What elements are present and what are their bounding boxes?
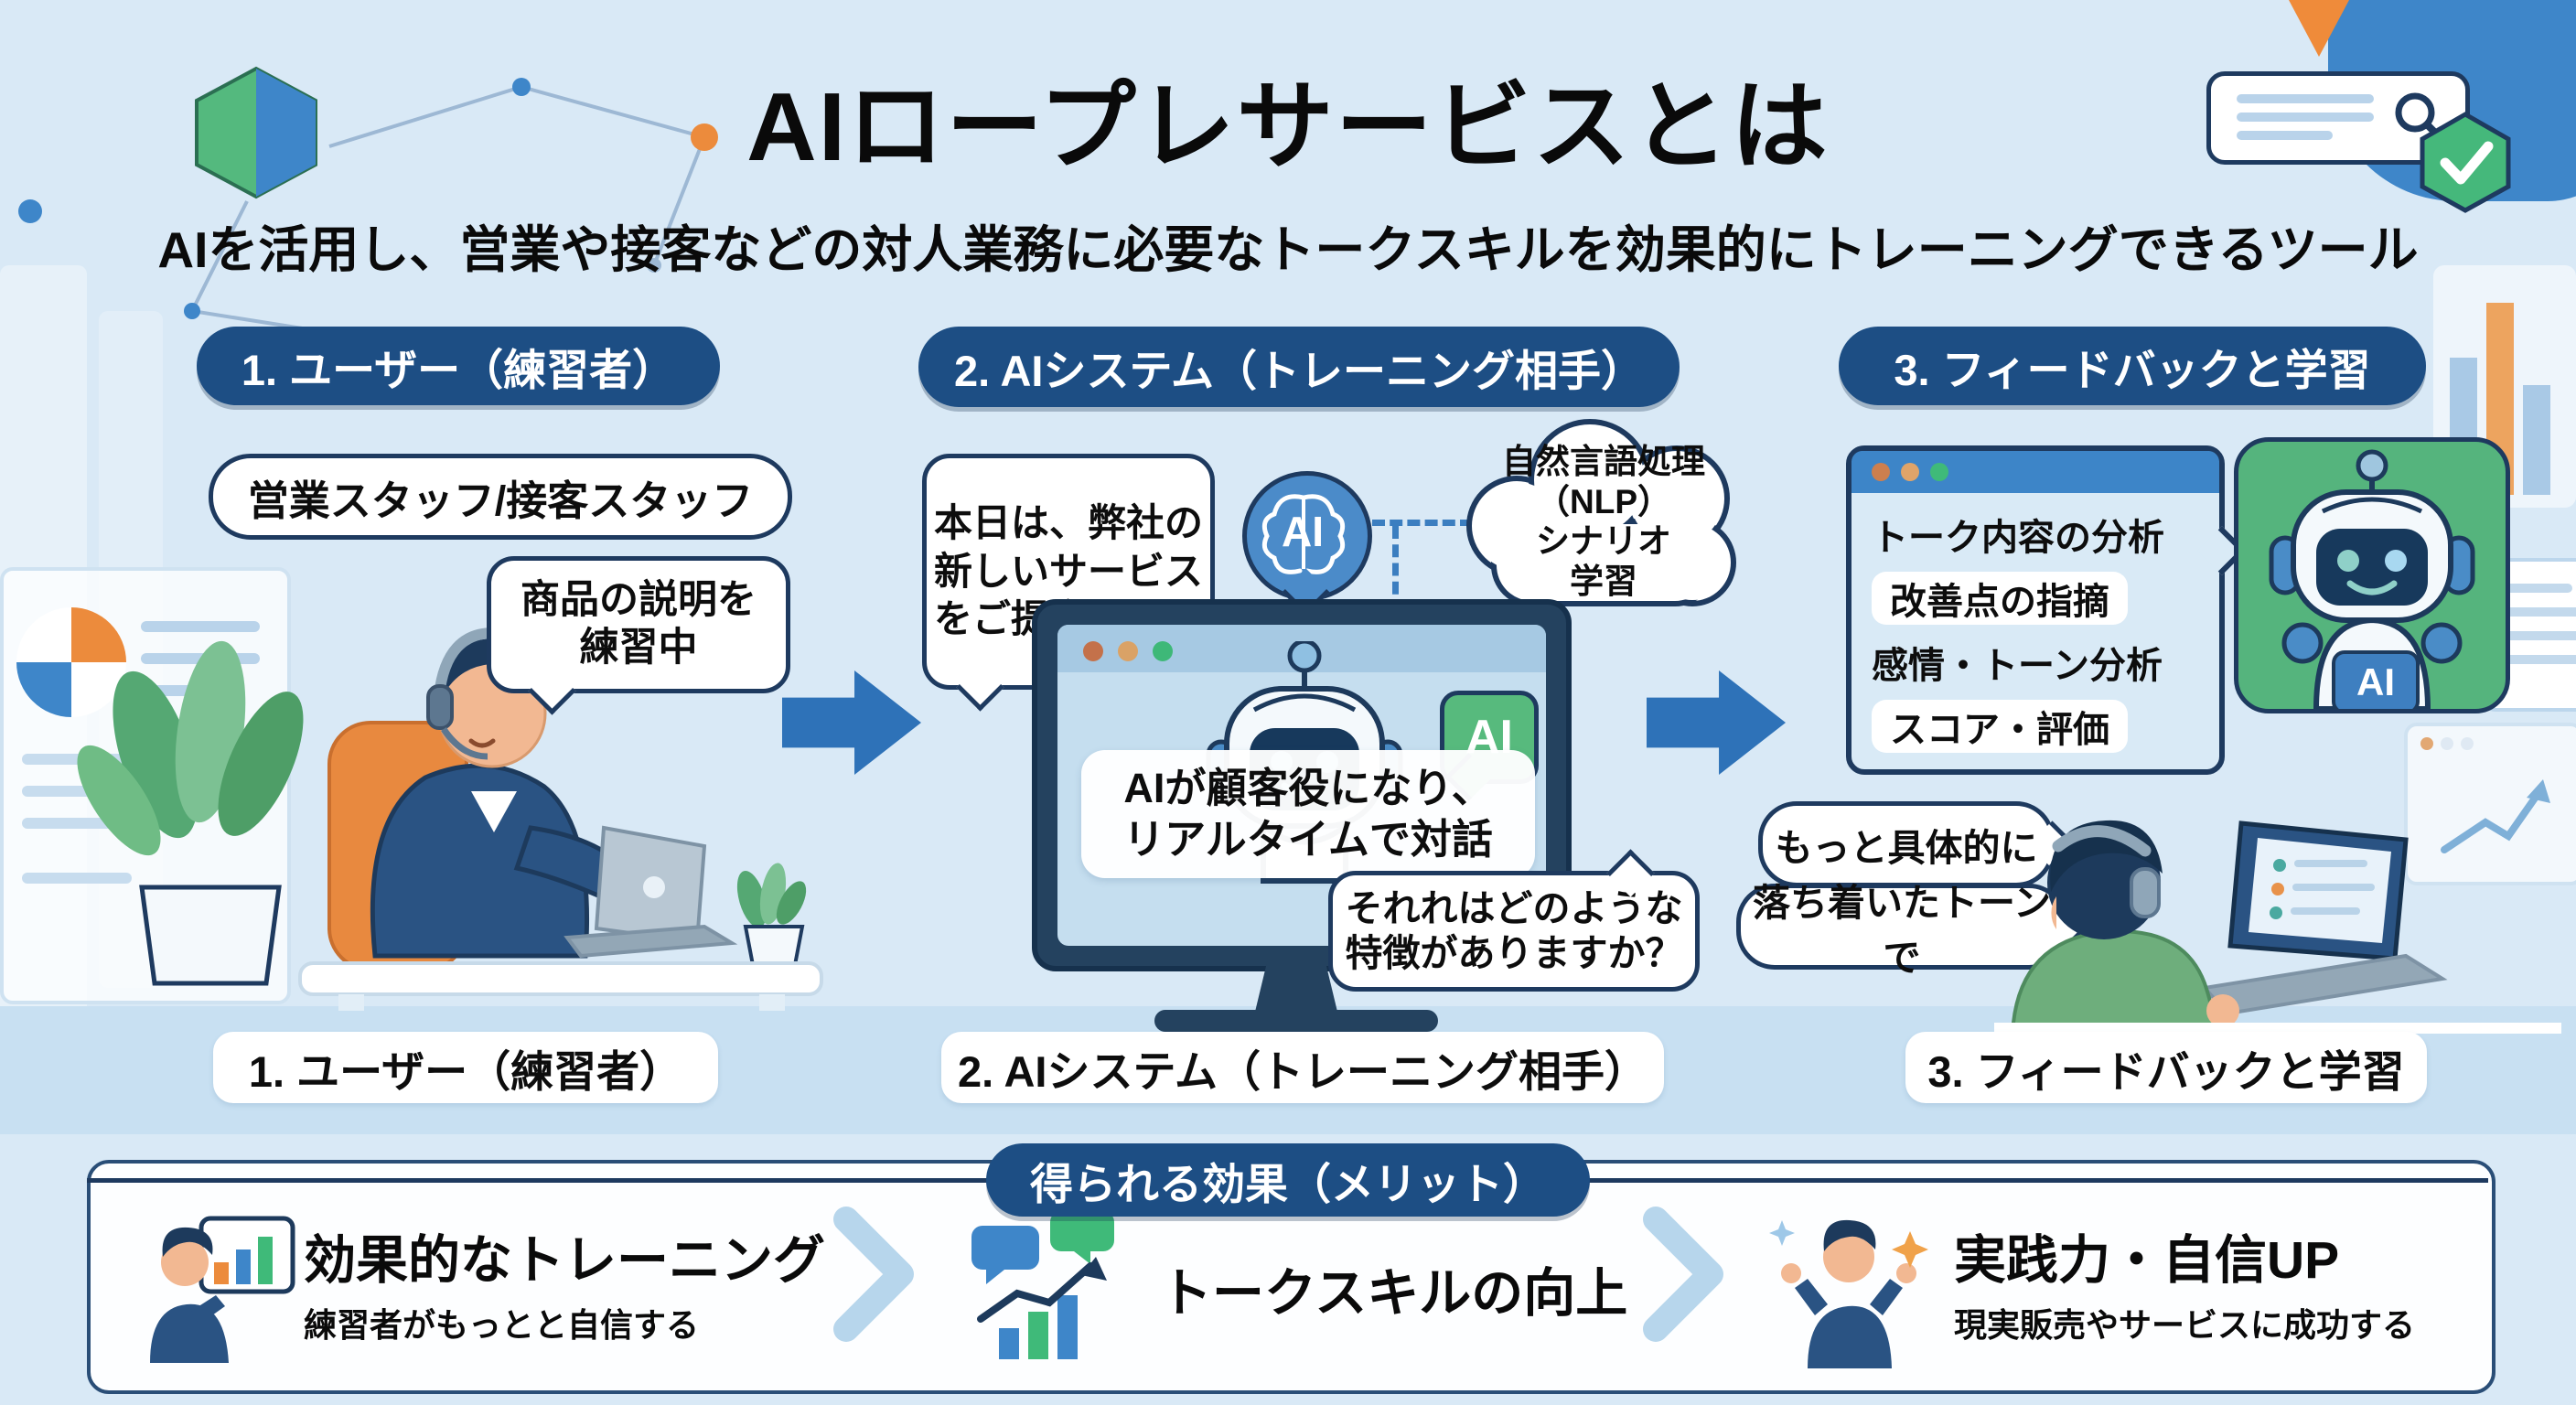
merit-1-subtitle: 練習者がもっとと自信する <box>304 1306 700 1344</box>
bottom-label-1: 1. ユーザー（練習者） <box>213 1032 718 1103</box>
page-subtitle: AIを活用し、営業や接客などの対人業務に必要なトークスキルを効果的にトレーニング… <box>157 221 2419 278</box>
ai-brain-balloon: AI <box>1242 471 1372 617</box>
merit-3-confident-person-icon <box>1769 1219 1928 1368</box>
bottom-label-3: 3. フィードバックと学習 <box>1905 1032 2427 1103</box>
section-3-header: 3. フィードバックと学習 <box>1839 327 2426 405</box>
feedback-robot-card: AI <box>2234 437 2510 713</box>
plant-icon <box>77 640 304 986</box>
bg-dot-blue <box>18 199 42 223</box>
practice-bubble-text: 商品の説明を 練習中 <box>521 578 757 670</box>
feedback-window: トーク内容の分析 改善点の指摘 感情・トーン分析 スコア・評価 <box>1846 445 2247 775</box>
feedback-item-3: 感情・トーン分析 <box>1872 646 2163 686</box>
dashed-connector-v <box>1392 526 1399 613</box>
merit-1-text: 効果的なトレーニング 練習者がもっとと自信する <box>304 1218 825 1346</box>
section-1-header: 1. ユーザー（練習者） <box>197 327 720 405</box>
feedback-item-4: スコア・評価 <box>1872 700 2128 753</box>
coach-bubble-1: もっと具体的に <box>1758 801 2077 887</box>
hexagon-logo-icon <box>184 66 718 340</box>
bg-browser-card <box>2404 723 2576 885</box>
question-bubble: それれはどのような 特徴がありますか？ <box>1328 849 1700 992</box>
robot-ai-badge: AI <box>2332 650 2420 709</box>
coach-bubble-2: 落ち着いたトーンで <box>1736 882 2089 979</box>
monitor-stand-base <box>1154 1010 1438 1032</box>
practice-bubble: 商品の説明を 練習中 <box>487 556 790 715</box>
bottom-label-2: 2. AIシステム（トレーニング相手） <box>941 1032 1664 1103</box>
screen-caption-bubble: AIが顧客役になり、 リアルタイムで対話 <box>1081 750 1535 878</box>
merit-2-skill-chart-icon <box>971 1211 1114 1359</box>
monitor-stand-neck <box>1255 960 1337 1012</box>
feedback-item-2: 改善点の指摘 <box>1872 572 2128 625</box>
merit-2-title: トークスキルの向上 <box>1160 1264 1628 1323</box>
brain-icon <box>1261 494 1346 574</box>
feedback-item-1: トーク内容の分析 <box>1872 518 2164 558</box>
merit-3-text: 実践力・自信UP 現実販売やサービスに成功する <box>1954 1218 2415 1346</box>
role-tag: 営業スタッフ/接客スタッフ <box>209 454 792 540</box>
search-card-icon <box>2206 71 2470 165</box>
trend-arrow-icon <box>2441 779 2550 853</box>
merit-chevron-2-icon <box>1643 1207 1723 1342</box>
question-bubble-text: それれはどのような 特徴がありますか？ <box>1345 886 1683 974</box>
flow-arrow-2-icon <box>1647 670 1786 775</box>
merit-2-text: トークスキルの向上 <box>1160 1251 1627 1326</box>
merit-chevron-1-icon <box>833 1207 914 1342</box>
section-2-header: 2. AIシステム（トレーニング相手） <box>918 327 1680 407</box>
merit-1-title: 効果的なトレーニング <box>304 1231 825 1290</box>
merits-header: 得られる効果（メリット） <box>986 1143 1590 1217</box>
desk-plant-icon <box>736 863 807 967</box>
merit-1-presenter-icon <box>150 1216 295 1363</box>
coach-bubble-2-text: 落ち着いたトーンで <box>1753 882 2051 979</box>
nlp-cloud: 自然言語処理 （NLP） シナリオ 学習 <box>1453 416 1755 627</box>
robot-ai-badge-label: AI <box>2356 660 2395 703</box>
brain-ai-label: AI <box>1282 508 1324 555</box>
nlp-cloud-text: 自然言語処理 （NLP） シナリオ 学習 <box>1502 443 1705 600</box>
merit-3-subtitle: 現実販売やサービスに成功する <box>1954 1306 2416 1344</box>
bg-orange-triangle <box>2289 0 2349 57</box>
merit-3-title: 実践力・自信UP <box>1954 1231 2340 1290</box>
learner-at-laptop-illustration <box>1994 820 2561 1034</box>
dashed-connector-h <box>1372 520 1473 526</box>
check-hexagon-icon <box>2420 112 2511 213</box>
coach-bubble-1-text: もっと具体的に <box>1775 827 2038 869</box>
screen-caption-text: AIが顧客役になり、 リアルタイムで対話 <box>1123 764 1493 863</box>
trainee-at-desk-illustration <box>77 627 823 1011</box>
page-title: AIロープレサービスとは <box>746 73 1830 181</box>
